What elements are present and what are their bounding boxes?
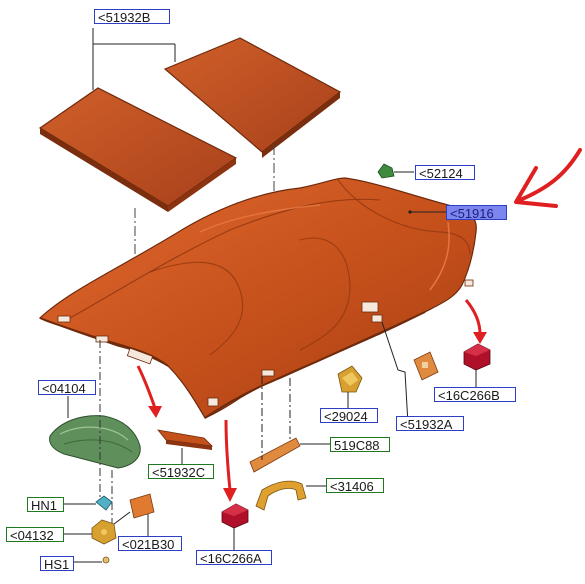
- headliner-panel[interactable]: [39, 177, 477, 419]
- clip-29024[interactable]: [337, 365, 363, 410]
- callout-HS1[interactable]: HS1: [40, 556, 74, 572]
- grab-handle-31406[interactable]: [255, 480, 328, 511]
- sun-visor-04104[interactable]: [49, 396, 141, 469]
- callout-021B30[interactable]: <021B30: [118, 536, 182, 552]
- callout-16C266B[interactable]: <16C266B: [434, 387, 516, 403]
- strip-51932C[interactable]: [157, 429, 214, 464]
- callout-16C266A[interactable]: <16C266A: [196, 550, 272, 566]
- callout-51916[interactable]: <51916: [446, 205, 507, 221]
- clip-HN1[interactable]: [64, 495, 113, 511]
- callout-04104[interactable]: <04104: [38, 380, 96, 396]
- callout-HN1[interactable]: HN1: [27, 497, 64, 513]
- clip-52124[interactable]: [377, 163, 414, 179]
- bracket-04132[interactable]: [64, 519, 117, 545]
- red-callout-arrow: [514, 148, 582, 208]
- callout-29024[interactable]: <29024: [320, 408, 378, 424]
- callout-31406[interactable]: <31406: [326, 478, 384, 494]
- clip-021B30[interactable]: [113, 493, 155, 536]
- insulation-pad-rear[interactable]: [163, 37, 342, 158]
- callout-04132[interactable]: <04132: [6, 527, 64, 543]
- strip-519C88[interactable]: [249, 376, 330, 473]
- callout-51932A[interactable]: <51932A: [396, 416, 464, 432]
- callout-519C88[interactable]: 519C88: [330, 437, 390, 453]
- callout-51932B[interactable]: <51932B: [94, 9, 170, 25]
- callout-52124[interactable]: <52124: [415, 165, 475, 181]
- insulation-pad-front[interactable]: [38, 87, 238, 212]
- dash-to-visor: [99, 340, 113, 540]
- screw-HS1[interactable]: [74, 556, 110, 564]
- clip-16C266A[interactable]: [221, 503, 249, 550]
- bracket-51932A[interactable]: [381, 321, 439, 425]
- drop-arrows: [136, 299, 487, 502]
- dash-lines: [134, 145, 275, 292]
- leader-lines-51932B: [92, 28, 176, 90]
- leader-51916: [408, 210, 446, 214]
- callout-51932C[interactable]: <51932C: [148, 464, 214, 480]
